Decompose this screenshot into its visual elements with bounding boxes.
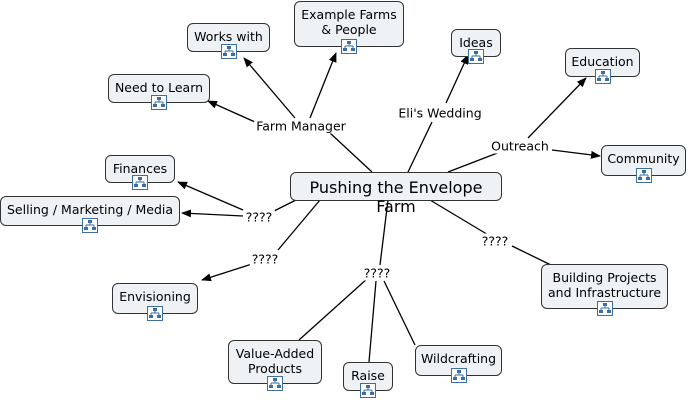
link-label-question-bottom: ???? [361, 265, 393, 281]
concept-works-with[interactable]: Works with [187, 23, 270, 59]
concept-map-link-icon[interactable] [596, 301, 613, 316]
concept-raise[interactable]: Raise [343, 362, 393, 398]
concept-label: Finances [112, 161, 168, 176]
concept-selling-marketing-media[interactable]: Selling / Marketing / Media [0, 196, 180, 233]
concept-map-link-icon[interactable] [450, 368, 467, 383]
central-concept[interactable]: Pushing the Envelope Farm [290, 172, 502, 216]
concept-label: Value-Added Products [235, 346, 315, 376]
central-concept-label: Pushing the Envelope Farm [309, 178, 483, 216]
concept-label: Building Projects and Infrastructure [547, 270, 662, 300]
concept-map-link-icon[interactable] [360, 383, 376, 398]
concept-label: Raise [351, 368, 385, 383]
link-label-question-lower-left: ???? [249, 251, 281, 267]
concept-map-link-icon[interactable] [220, 44, 237, 59]
concept-value-added-products[interactable]: Value-Added Products [228, 340, 322, 391]
concept-map-link-icon[interactable] [267, 376, 283, 391]
concept-map-link-icon[interactable] [635, 168, 652, 183]
link-label-question-left: ???? [243, 209, 275, 225]
concept-label: Need to Learn [114, 80, 204, 95]
concept-label: Envisioning [119, 289, 191, 304]
concept-wildcrafting[interactable]: Wildcrafting [415, 345, 502, 383]
link-label-question-right: ???? [479, 233, 511, 249]
concept-label: Selling / Marketing / Media [6, 202, 174, 217]
concept-map-link-icon[interactable] [82, 218, 98, 233]
concept-label: Works with [194, 29, 263, 44]
link-label-outreach: Outreach [489, 138, 551, 154]
link-label-elis-wedding: Eli's Wedding [396, 105, 484, 121]
concept-map-link-icon[interactable] [594, 69, 611, 84]
concept-label: Example Farms & People [301, 7, 397, 37]
concept-map-link-icon[interactable] [341, 39, 357, 54]
link-label-farm-manager: Farm Manager [254, 118, 348, 134]
concept-label: Community [607, 151, 680, 166]
concept-label: Ideas [459, 35, 493, 50]
concept-map-link-icon[interactable] [147, 306, 163, 321]
concept-map-link-icon[interactable] [468, 49, 484, 64]
concept-finances[interactable]: Finances [105, 155, 175, 190]
concept-need-to-learn[interactable]: Need to Learn [108, 74, 210, 110]
concept-envisioning[interactable]: Envisioning [112, 283, 198, 321]
concept-ideas[interactable]: Ideas [451, 29, 501, 64]
concept-label: Education [571, 54, 634, 69]
concept-education[interactable]: Education [565, 48, 640, 84]
concept-map-link-icon[interactable] [132, 175, 148, 190]
concept-example-farms[interactable]: Example Farms & People [294, 1, 404, 54]
concept-community[interactable]: Community [601, 145, 686, 183]
concept-label: Wildcrafting [420, 351, 497, 366]
concept-map-link-icon[interactable] [151, 95, 167, 110]
concept-building-projects[interactable]: Building Projects and Infrastructure [541, 264, 668, 316]
